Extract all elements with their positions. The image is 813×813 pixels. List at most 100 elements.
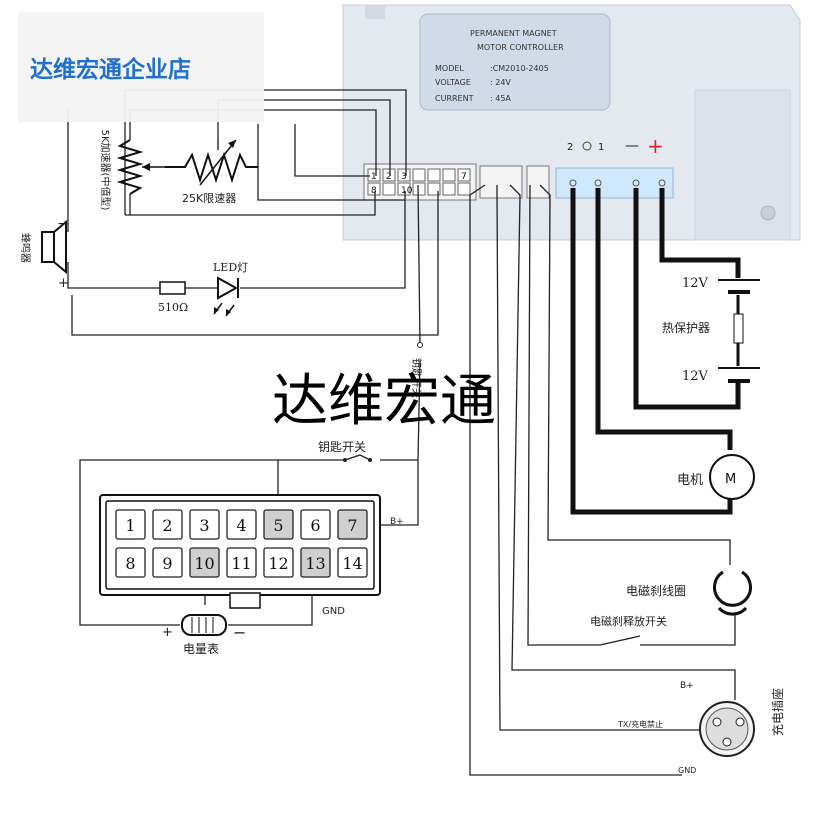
voltage-label: VOLTAGE — [435, 78, 471, 87]
connector-pin-3 — [189, 509, 220, 540]
brake-release-switch — [599, 635, 641, 646]
connector-pin-label: 1 — [125, 516, 135, 535]
battery-top-label: 12V — [682, 276, 709, 291]
connector-pin-label: 6 — [310, 516, 320, 535]
marker-minus: — — [625, 138, 639, 154]
motor-symbol — [709, 454, 755, 500]
resistor-label: 510Ω — [158, 301, 188, 314]
watermark: 达维宏通 — [272, 369, 496, 434]
brake-coil-label: 电磁刹线圈 — [626, 583, 686, 598]
marker-1: 1 — [598, 142, 604, 153]
voltage-value: : 24V — [490, 78, 511, 87]
controller-pin-0-4 — [427, 168, 441, 182]
connector-gnd: GND — [322, 606, 345, 617]
connector-pin-label: 10 — [194, 554, 214, 573]
nameplate-line-1: PERMANENT MAGNET — [470, 29, 557, 38]
shop-banner-text: 达维宏通企业店 — [30, 56, 191, 83]
connector-pin-13 — [300, 547, 331, 578]
power-terminal-markers: 2 1 — + — [567, 134, 664, 158]
connector-pin-label: 4 — [236, 516, 246, 535]
brake-coil — [713, 570, 752, 616]
led-label: LED灯 — [213, 261, 248, 274]
key-switch-label: 钥匙开关 — [318, 440, 366, 454]
controller-pin-1-5 — [442, 182, 456, 196]
controller-pin-1-1 — [382, 182, 396, 196]
buzzer-plus: + — [58, 276, 69, 291]
controller-pin-0-2 — [397, 168, 411, 182]
thermal-protector-label: 热保护器 — [662, 321, 710, 335]
connector-pin-5 — [263, 509, 294, 540]
power-wires — [570, 188, 741, 515]
socket-tx-label: TX/充电禁止 — [617, 719, 663, 729]
controller-pin-label: 3 — [401, 172, 407, 182]
battery-bottom — [718, 367, 760, 383]
socket-gnd-label: GND — [678, 766, 696, 775]
brake-release-switch-label: 电磁刹释放开关 — [590, 614, 667, 628]
controller-pin-1-4 — [427, 182, 441, 196]
battery-top — [718, 279, 760, 294]
controller-pin-0-3 — [412, 168, 426, 182]
controller-pin-label: 8 — [371, 186, 377, 196]
signal-wires — [67, 89, 736, 776]
model-label: MODEL — [435, 64, 464, 73]
battery-bottom-label: 12V — [682, 369, 709, 384]
controller-pin-1-6 — [457, 182, 471, 196]
thermal-protector — [733, 313, 744, 344]
key-switch-contact — [417, 342, 423, 348]
shop-banner-bg — [18, 12, 264, 122]
meter-minus: − — [233, 623, 246, 642]
charge-socket — [699, 701, 755, 757]
connector-pin-label: 14 — [342, 554, 362, 573]
connector-pin-14 — [337, 547, 368, 578]
nameplate-line-2: MOTOR CONTROLLER — [477, 43, 564, 52]
controller-pin-1-0 — [367, 182, 381, 196]
buzzer-minus: − — [57, 216, 69, 232]
accel-pot-label: 5K加速器(中值型) — [99, 130, 112, 211]
connector-pin-7 — [337, 509, 368, 540]
connector-pin-label: 9 — [162, 554, 172, 573]
connector-pin-label: 8 — [125, 554, 135, 573]
marker-2: 2 — [567, 142, 573, 153]
key-switch-vertical-label: 钥匙开关 — [410, 358, 423, 398]
meter-plus: + — [162, 625, 173, 640]
controller-nameplate: PERMANENT MAGNET MOTOR CONTROLLER MODEL … — [435, 29, 564, 103]
buzzer — [41, 219, 67, 275]
connector-pin-1 — [115, 509, 146, 540]
connector-pin-12 — [263, 547, 294, 578]
model-value: :CM2010-2405 — [490, 64, 549, 73]
connector-b-plus: B+ — [390, 517, 404, 527]
controller-pin-0-6 — [457, 168, 471, 182]
limit-pot-label: 25K限速器 — [182, 192, 236, 205]
marker-plus: + — [647, 134, 664, 158]
meter-label: 电量表 — [183, 642, 219, 656]
battery-meter — [181, 614, 227, 636]
controller-pin-0-0 — [367, 168, 381, 182]
socket-b-plus-label: B+ — [680, 681, 694, 691]
controller-pin-0-5 — [442, 168, 456, 182]
connector-pin-label: 11 — [231, 554, 251, 573]
connector-pin-8 — [115, 547, 146, 578]
current-label: CURRENT — [435, 94, 474, 103]
controller-pin-label: 1 — [371, 172, 377, 182]
connector-pin-6 — [300, 509, 331, 540]
connector-pin-9 — [152, 547, 183, 578]
connector-pin-label: 13 — [305, 554, 325, 573]
connector-pin-4 — [226, 509, 257, 540]
accel-potentiometer — [116, 110, 165, 215]
limit-potentiometer — [165, 139, 258, 186]
connector-pin-label: 5 — [273, 516, 283, 535]
connector-pin-label: 12 — [268, 554, 288, 573]
connector-pin-2 — [152, 509, 183, 540]
led — [213, 276, 239, 317]
connector-pin-11 — [226, 547, 257, 578]
controller-pin-label: 2 — [386, 172, 392, 182]
controller-pin-0-1 — [382, 168, 396, 182]
connector-pin-label: 7 — [347, 516, 357, 535]
motor-label: 电机 — [677, 473, 703, 488]
current-value: : 45A — [490, 94, 511, 103]
resistor — [159, 281, 186, 295]
connector-pin-label: 2 — [162, 516, 172, 535]
controller-pin-label: 7 — [461, 172, 467, 182]
